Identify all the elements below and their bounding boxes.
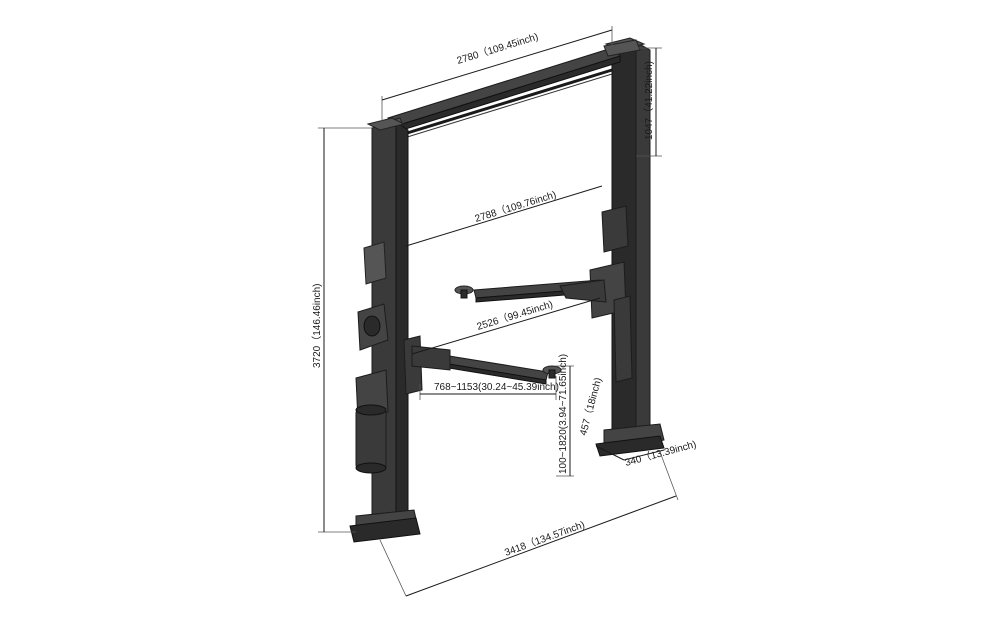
power-unit: [355, 369, 389, 474]
two-post-lift: [349, 37, 665, 543]
control-box: [357, 241, 389, 351]
dim-top-width: 2780（109.45inch): [455, 31, 539, 67]
dim-lift-height: 100~1820(3.94~71.65inch): [558, 354, 569, 474]
dim-base-depth: 457（18inch): [577, 376, 604, 437]
right-arm: [454, 279, 607, 303]
dim-top-height: 1047（41.22inch): [643, 61, 655, 140]
right-carriage: [589, 205, 633, 383]
dim-arm-length: 768~1153(30.24~45.39inch): [434, 382, 559, 393]
dim-inner-width: 2788（109.76inch): [473, 189, 557, 225]
dim-total-height: 3720（146.46inch): [311, 283, 323, 368]
left-arm: [411, 345, 562, 385]
dim-total-width: 3418（134.57inch): [503, 519, 587, 559]
dimension-lines: [318, 26, 679, 597]
